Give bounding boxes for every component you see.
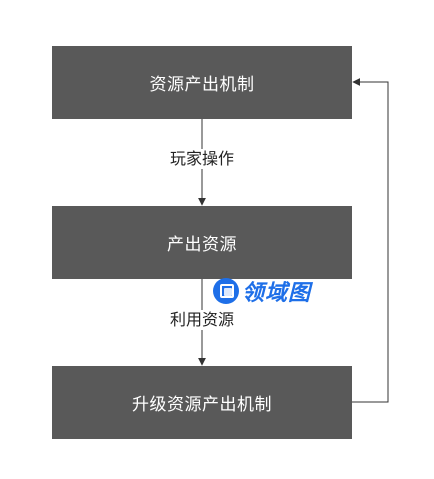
node-upgrade-production-mechanism: 升级资源产出机制 <box>52 366 352 439</box>
node-resource-production-mechanism: 资源产出机制 <box>52 46 352 119</box>
edge-label-player-action: 玩家操作 <box>167 149 237 169</box>
node-produce-resources: 产出资源 <box>52 206 352 279</box>
watermark: 领域图 <box>213 275 311 307</box>
watermark-logo-icon <box>213 278 239 304</box>
node-label: 资源产出机制 <box>149 75 255 95</box>
watermark-text: 领域图 <box>242 281 312 306</box>
edge-label-use-resources: 利用资源 <box>167 310 237 330</box>
feedback-arrow-box3-to-box1 <box>352 78 389 403</box>
node-label: 产出资源 <box>167 235 237 255</box>
node-label: 升级资源产出机制 <box>132 395 272 415</box>
